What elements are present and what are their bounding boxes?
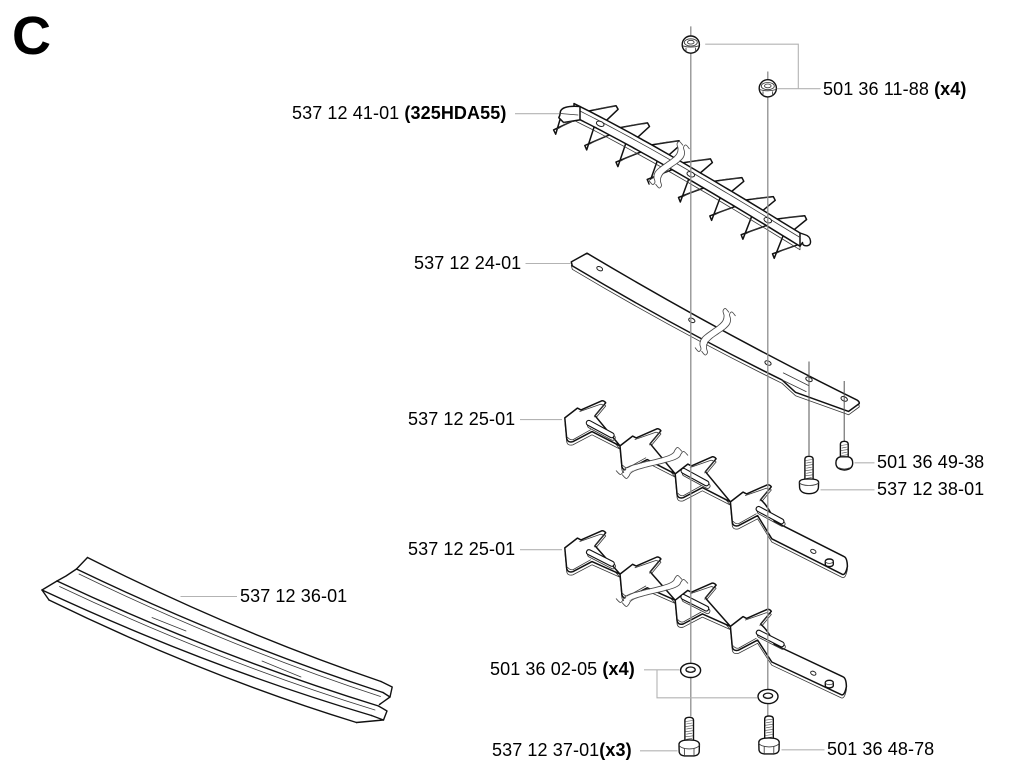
part-number-text: 537 12 25-01 — [408, 539, 516, 560]
top-blade-spine-group — [558, 102, 812, 251]
assembly-axis-lines — [690, 26, 845, 717]
part-number-text: 537 12 41-01 — [292, 103, 405, 123]
part-count-bold: (x4) — [934, 78, 967, 99]
flange-nut-1 — [681, 35, 701, 54]
label-cutter-blade-upper: 537 12 25-01 — [408, 410, 515, 429]
part-count-bold: (x4) — [602, 659, 635, 680]
label-top-blade: 537 12 41-01 (325HDA55) — [292, 104, 506, 123]
screw-49-38 — [835, 440, 854, 471]
leader-washers — [644, 669, 757, 699]
bolt-37-01 — [678, 716, 701, 757]
leader-nuts — [705, 43, 821, 90]
part-number-text: 537 12 36-01 — [240, 586, 348, 606]
part-number-text: 501 36 02-05 — [490, 659, 603, 680]
washer-1 — [679, 662, 702, 679]
cutter-blade-lower-boss — [824, 679, 834, 689]
part-count-bold: (325HDA55) — [404, 103, 507, 123]
flange-nut-2 — [758, 79, 778, 98]
label-cutter-blade-lower: 537 12 25-01 — [408, 540, 515, 559]
guard-rail — [41, 556, 393, 724]
bolt-48-78 — [758, 715, 780, 755]
label-nuts: 501 36 11-88 (x4) — [823, 78, 967, 99]
figure-letter: C — [12, 6, 51, 66]
part-number-text: 501 36 49-38 — [877, 452, 985, 473]
top-blade-right-hook — [799, 232, 812, 247]
leader-lines — [180, 43, 875, 752]
screw-38-01-head — [798, 478, 820, 495]
label-bolt-37-01: 537 12 37-01(x3) — [492, 741, 632, 760]
screw-38-01 — [798, 455, 820, 495]
screw-49-38-head — [835, 456, 854, 471]
part-number-text: 537 12 25-01 — [408, 409, 516, 430]
part-number-text: 537 12 24-01 — [414, 253, 522, 273]
top-blade-teeth-upper — [588, 104, 808, 233]
part-number-text: 501 36 48-78 — [827, 739, 935, 760]
label-screw-38-01: 537 12 38-01 — [877, 480, 984, 499]
top-blade-bar — [552, 102, 812, 260]
part-number-text: 537 12 37-01 — [492, 740, 600, 761]
label-guard-rail: 537 12 36-01 — [240, 587, 347, 606]
part-number-text: 501 36 11-88 — [823, 78, 935, 99]
cutter-blade-upper-boss — [824, 558, 834, 568]
top-blade-teeth-lower — [552, 107, 799, 260]
label-washers: 501 36 02-05 (x4) — [490, 660, 635, 679]
label-screw-49-38: 501 36 49-38 — [877, 453, 984, 472]
washer-2 — [757, 688, 779, 705]
label-bolt-48-78: 501 36 48-78 — [827, 740, 934, 759]
label-support-bar: 537 12 24-01 — [414, 254, 521, 273]
part-count-bold: (x3) — [599, 740, 632, 761]
part-number-text: 537 12 38-01 — [877, 479, 985, 500]
